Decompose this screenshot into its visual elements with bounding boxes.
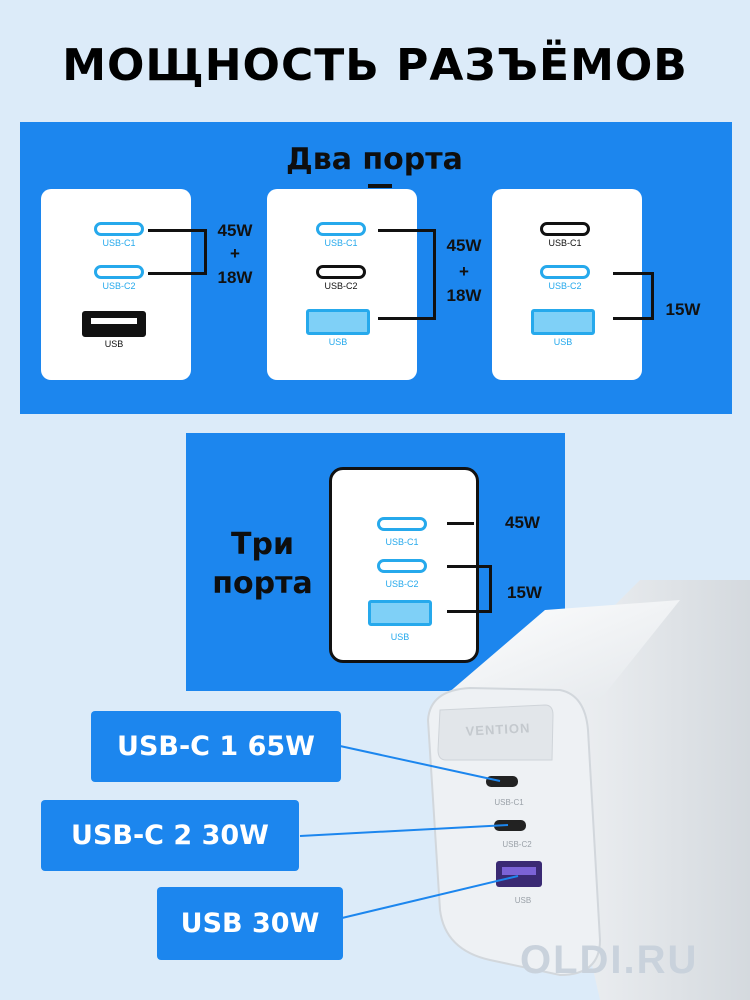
usb-port-icon	[82, 311, 146, 337]
port-label-usb-c1: USB-C1	[385, 537, 419, 547]
port-label-usb-c1: USB-C1	[102, 238, 136, 248]
usb-port-icon	[306, 309, 370, 335]
usb-c1-port-icon	[94, 222, 144, 236]
port-label-usb-c2: USB-C2	[324, 281, 358, 291]
callout-usb: USB 30W	[157, 887, 343, 960]
watermark-logo: OLDI.RU	[520, 938, 699, 982]
callout-usb-c1: USB-C 1 65W	[91, 711, 341, 782]
connector-line	[447, 565, 491, 568]
port-label-usb: USB	[390, 632, 410, 642]
port-label-usb-c2: USB-C2	[385, 579, 419, 589]
usb-port-icon	[531, 309, 595, 335]
usb-port-icon	[368, 600, 432, 626]
port-card-2	[267, 189, 417, 380]
usb-c1-port-icon	[316, 222, 366, 236]
usb-c1-port-icon	[540, 222, 590, 236]
port-label-usb-c1: USB-C1	[548, 238, 582, 248]
port-card-1	[41, 189, 191, 380]
three-ports-heading-line2: порта	[212, 566, 313, 601]
power-label-c1: 45W	[505, 513, 540, 532]
port-label-usb: USB	[328, 337, 348, 347]
port-label-usb-c2: USB-C2	[102, 281, 136, 291]
bracket-line	[204, 229, 207, 275]
port-card-3	[492, 189, 642, 380]
connector-line	[378, 317, 435, 320]
bracket-line	[651, 272, 654, 320]
power-label: 18W	[446, 286, 482, 305]
callout-usb-c2: USB-C 2 30W	[41, 800, 299, 871]
three-ports-heading-line1: Три	[231, 527, 294, 562]
power-label: 18W	[217, 268, 253, 287]
usb-c2-port-icon	[540, 265, 590, 279]
port-label-usb-c2: USB-C2	[548, 281, 582, 291]
power-label: 45W	[446, 236, 482, 255]
bracket-line	[433, 229, 436, 320]
connector-line	[613, 272, 653, 275]
charger-label-usb: USB	[514, 896, 532, 905]
power-label: 15W	[665, 300, 701, 319]
plus-sign: +	[459, 262, 469, 281]
connector-line	[447, 522, 474, 525]
plus-sign: +	[230, 244, 240, 263]
connector-line	[378, 229, 435, 232]
port-label-usb: USB	[104, 339, 124, 349]
charger-label-c1: USB-C1	[494, 798, 524, 807]
usb-c1-port-icon	[486, 776, 518, 787]
usb-c2-port-icon	[316, 265, 366, 279]
connector-line	[148, 229, 206, 232]
port-label-usb-c1: USB-C1	[324, 238, 358, 248]
bracket-line	[489, 565, 492, 613]
charger-label-c2: USB-C2	[502, 840, 532, 849]
port-label-usb: USB	[553, 337, 573, 347]
page-title: МОЩНОСТЬ РАЗЪЁМОВ	[62, 40, 688, 91]
usb-c2-port-icon	[377, 559, 427, 573]
usb-c1-port-icon	[377, 517, 427, 531]
heading-underline	[368, 184, 392, 188]
usb-c2-port-icon	[94, 265, 144, 279]
power-label-rest: 15W	[507, 583, 542, 602]
two-ports-heading: Два порта	[286, 142, 463, 177]
connector-line	[613, 317, 653, 320]
power-label: 45W	[217, 221, 253, 240]
connector-line	[447, 610, 491, 613]
usb-c2-port-icon	[494, 820, 526, 831]
connector-line	[148, 272, 206, 275]
